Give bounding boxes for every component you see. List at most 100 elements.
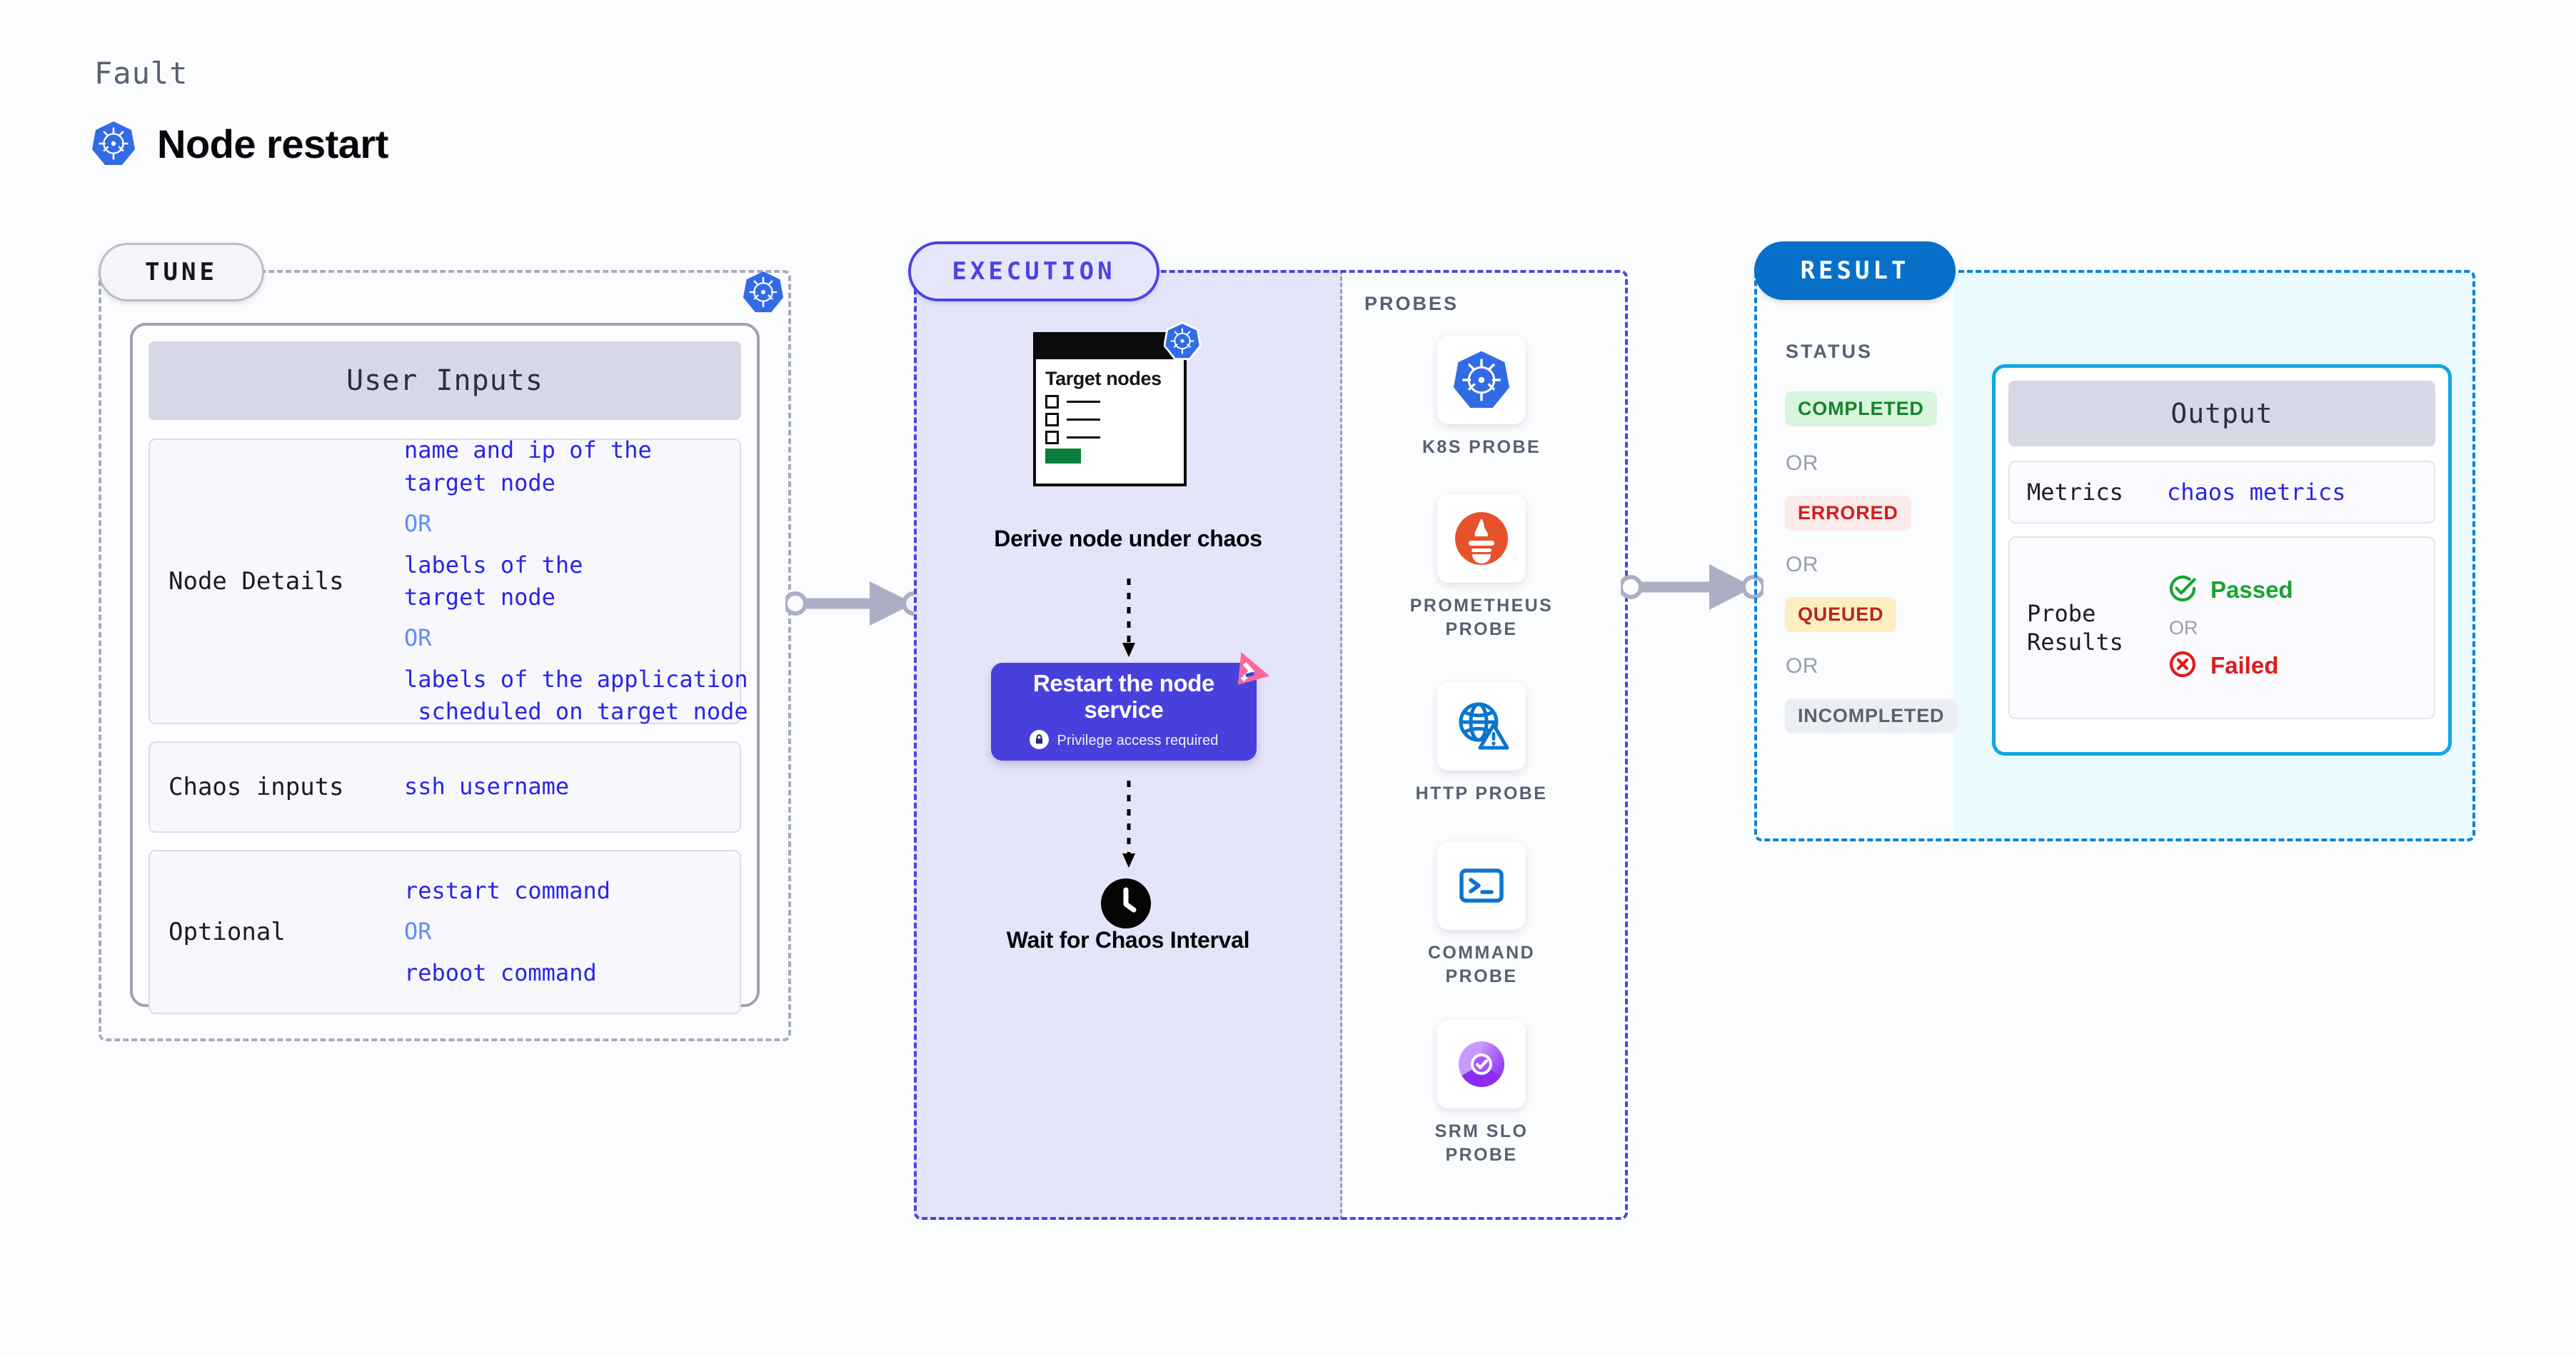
input-value: reboot command [404, 958, 597, 986]
probe-label: HTTP PROBE [1415, 783, 1548, 803]
list-item [1045, 395, 1174, 409]
probe-item-srm-slo[interactable]: SRM SLO PROBE [1399, 1020, 1564, 1167]
or-separator: OR [1786, 553, 1819, 576]
check-circle-icon [2167, 573, 2198, 608]
stage-badge-result[interactable]: RESULT [1754, 241, 1956, 300]
output-label: Probe Results [2027, 600, 2123, 656]
probe-item-prometheus[interactable]: PROMETHEUS PROBE [1399, 494, 1564, 641]
probe-item-k8s[interactable]: K8S PROBE [1399, 336, 1564, 459]
srm-slo-icon [1459, 1041, 1504, 1087]
list-item [1045, 431, 1174, 445]
flow-arrow-down [1118, 579, 1139, 662]
checkbox-icon [1045, 431, 1059, 445]
kubernetes-icon [1163, 321, 1202, 364]
step-caption-derive-node: Derive node under chaos [994, 526, 1262, 551]
status-badge-errored: ERRORED [1785, 496, 1911, 531]
probe-tile [1437, 682, 1526, 771]
status-badge-queued: QUEUED [1785, 597, 1897, 632]
terminal-icon [1459, 868, 1504, 903]
fault-title-row: Node restart [91, 120, 388, 167]
probe-label: PROMETHEUS PROBE [1409, 596, 1554, 639]
input-row-chaos-inputs[interactable]: Chaos inputs ssh username [149, 741, 741, 833]
or-separator: OR [404, 624, 432, 652]
kubernetes-icon [91, 120, 136, 167]
probe-tile [1437, 336, 1526, 424]
target-nodes-card: Target nodes [1033, 332, 1187, 486]
or-separator: OR [1786, 451, 1819, 475]
flow-arrow-down [1118, 781, 1139, 873]
user-inputs-header: User Inputs [149, 341, 741, 420]
progress-bar [1045, 449, 1081, 464]
probe-label: COMMAND PROBE [1427, 943, 1536, 986]
step-card-restart-node-service[interactable]: Restart the node service Privilege acces… [991, 663, 1257, 761]
connector-execution-to-result [1619, 551, 1766, 626]
probe-tile [1437, 494, 1526, 583]
list-item [1045, 413, 1174, 427]
target-nodes-title: Target nodes [1045, 368, 1162, 389]
status-section-label: STATUS [1786, 341, 1873, 362]
probe-label: K8S PROBE [1422, 437, 1541, 457]
probes-section-label: PROBES [1364, 293, 1459, 314]
output-value: chaos metrics [2167, 479, 2346, 506]
status-badge-incompleted: INCOMPLETED [1785, 698, 1958, 733]
connector-tune-to-execution [783, 571, 926, 639]
input-row-node-details[interactable]: Node Details name and ip of the target n… [149, 436, 748, 725]
fault-eyebrow-label: Fault [94, 56, 188, 91]
or-separator: OR [2169, 616, 2198, 639]
output-card: Output Metrics chaos metrics Probe Resul… [1992, 364, 2452, 756]
x-circle-icon [2167, 649, 2198, 683]
input-value: labels of the application scheduled on t… [404, 665, 748, 726]
probe-tile [1437, 1020, 1526, 1108]
input-value: restart command [404, 876, 610, 904]
output-row-metrics[interactable]: Metrics chaos metrics [2008, 461, 2435, 524]
clock-icon [1101, 878, 1151, 932]
input-label: Optional [168, 917, 286, 946]
kubernetes-icon [1453, 351, 1510, 409]
probe-result-failed: Failed [2167, 649, 2293, 683]
privilege-note-text: Privilege access required [1057, 733, 1219, 749]
output-header: Output [2008, 381, 2435, 446]
probe-result-passed: Passed [2167, 573, 2293, 608]
output-row-probe-results[interactable]: Probe Results Passed OR [2008, 536, 2435, 719]
lock-icon [1029, 729, 1049, 753]
input-label: Chaos inputs [168, 772, 344, 801]
or-separator: OR [404, 918, 432, 946]
prometheus-icon [1455, 512, 1508, 565]
placeholder-line [1067, 419, 1100, 421]
input-values: ssh username [404, 771, 569, 803]
probe-item-http[interactable]: HTTP PROBE [1399, 682, 1564, 806]
step-caption-wait-for-chaos: Wait for Chaos Interval [1006, 927, 1250, 953]
privilege-note: Privilege access required [1029, 729, 1219, 753]
probe-label: SRM SLO PROBE [1434, 1121, 1529, 1165]
card-title-bar [1036, 335, 1184, 359]
result-stage-boundary [1754, 270, 2475, 841]
ribbon-icon [1222, 651, 1274, 703]
checkbox-icon [1045, 395, 1059, 409]
input-label: Node Details [168, 566, 344, 596]
kubernetes-icon [743, 270, 784, 318]
execution-stage-boundary [914, 270, 1628, 1220]
or-separator: OR [404, 510, 432, 538]
page-title: Node restart [157, 121, 388, 166]
stage-badge-execution[interactable]: EXECUTION [908, 241, 1159, 301]
stage-badge-tune[interactable]: TUNE [99, 243, 264, 301]
input-row-optional[interactable]: Optional restart command OR reboot comma… [149, 850, 741, 1014]
step-title: Restart the node service [1033, 670, 1214, 723]
tune-stage-boundary [99, 270, 791, 1041]
or-separator: OR [1786, 654, 1819, 678]
input-values: name and ip of the target node OR labels… [404, 434, 748, 728]
probe-item-command[interactable]: COMMAND PROBE [1399, 841, 1564, 988]
output-label: Metrics [2027, 479, 2123, 506]
probe-tile [1437, 841, 1526, 930]
card-body: Target nodes [1036, 359, 1184, 464]
probe-failed-label: Failed [2210, 652, 2279, 678]
input-value: ssh username [404, 773, 570, 801]
probe-result-values: Passed OR Failed [2167, 573, 2293, 683]
globe-warning-icon [1459, 702, 1509, 750]
user-inputs-card: User Inputs Node Details name and ip of … [130, 323, 760, 1014]
placeholder-line [1067, 436, 1100, 439]
probe-passed-label: Passed [2210, 576, 2293, 603]
placeholder-line [1067, 401, 1100, 404]
input-value: name and ip of the target node [404, 436, 652, 496]
